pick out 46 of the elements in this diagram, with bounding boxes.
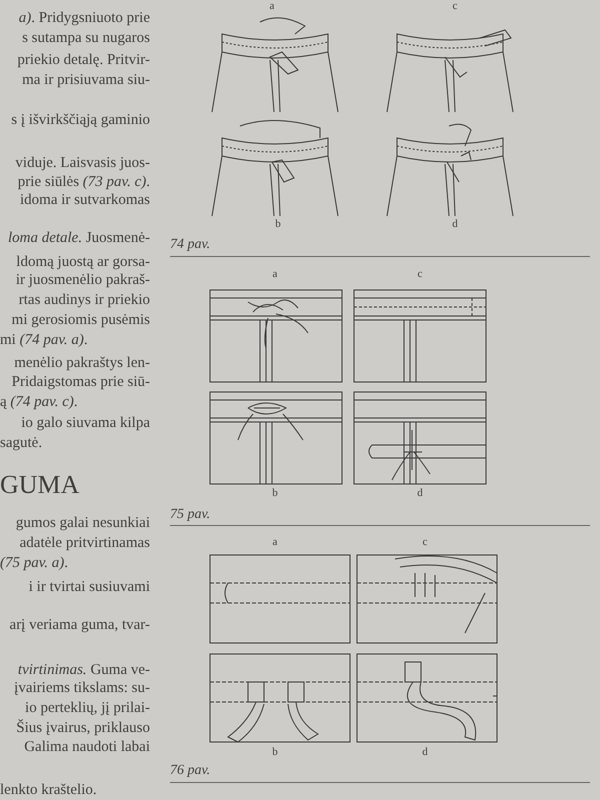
section-heading: GUMA: [0, 470, 80, 500]
text-line: priekio detalę. Pritvir-: [17, 51, 150, 70]
text-line: tvirtinimas. Guma ve-: [18, 661, 150, 680]
text-line: prie siūlės (73 pav. c).: [18, 173, 150, 192]
panel-letter: b: [272, 487, 278, 499]
text-line: arį veriama guma, tvar-: [10, 616, 150, 635]
panel-letter: d: [417, 487, 423, 499]
text-line: io perteklių, jį prilai-: [25, 699, 150, 718]
text-line: loma detale. Juosmenė-: [8, 229, 150, 248]
text-line: mi gerosiomis pusėmis: [12, 311, 150, 330]
figure-caption: 74 pav.: [170, 236, 210, 254]
text-line: s į išvirkščiąją gaminio: [11, 111, 150, 130]
text-line: adatėle pritvirtinamas: [20, 534, 150, 553]
panel-letter: b: [272, 746, 278, 758]
panel-letter: d: [422, 746, 428, 758]
text-line: ldomą juostą ar gorsa-: [16, 253, 150, 272]
text-line: s sutampa su nugaros: [22, 29, 150, 48]
panel-letter: c: [418, 268, 422, 280]
text-line: lenkto kraštelio.: [0, 781, 97, 800]
text-line: io galo siuvama kilpa: [21, 414, 150, 433]
text-line: viduje. Laisvasis juos-: [15, 154, 150, 173]
text-line: Pridaigstomas prie siū-: [12, 373, 150, 392]
text-line: (75 pav. a).: [0, 554, 68, 573]
text-line: idoma ir sutvarkomas: [20, 191, 150, 210]
text-line: sagutė.: [0, 434, 42, 453]
text-line: gumos galai nesunkiai: [16, 514, 150, 533]
panel-letter: a: [272, 536, 278, 548]
text-line: mi (74 pav. a).: [0, 331, 88, 350]
panel-letter: b: [275, 218, 281, 230]
text-line: ir juosmenėlio pakraš-: [16, 271, 150, 290]
figure-caption: 76 pav.: [170, 762, 210, 780]
panel-letter: a: [272, 268, 278, 280]
text-line: i ir tvirtai susiuvami: [28, 578, 150, 597]
text-line: ą (74 pav. c).: [0, 393, 78, 412]
text-line: Galima naudoti labai: [24, 738, 150, 757]
text-line: ma ir prisiuvama siu-: [22, 71, 150, 90]
panel-letter: c: [422, 536, 428, 548]
text-line: Šius įvairus, priklauso: [16, 718, 150, 738]
text-line: a). Pridygsniuoto prie: [18, 9, 150, 28]
text-line: menėlio pakraštys len-: [14, 354, 150, 373]
figure-caption: 75 pav.: [170, 506, 210, 524]
text-line: rtas audinys ir priekio: [18, 291, 150, 310]
panel-letter: c: [452, 0, 458, 12]
panel-letter: d: [452, 218, 458, 230]
text-line: įvairiems tikslams: su-: [14, 679, 150, 698]
panel-letter: a: [270, 0, 274, 12]
